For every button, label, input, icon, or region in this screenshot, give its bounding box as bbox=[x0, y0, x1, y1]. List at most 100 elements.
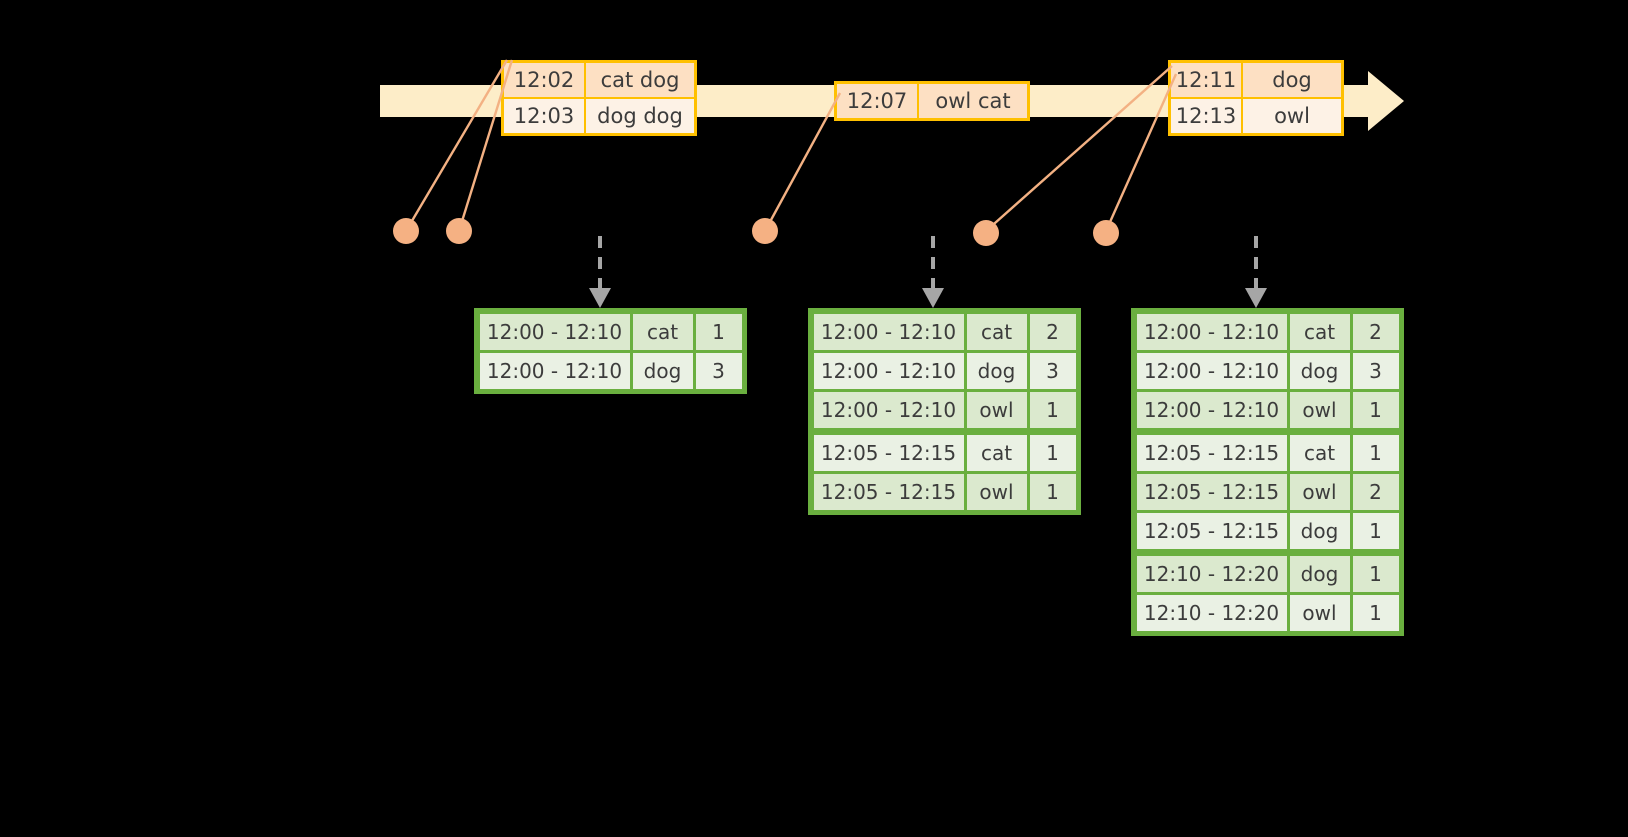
event-payload: owl cat bbox=[919, 84, 1027, 118]
event-time: 12:07 bbox=[837, 84, 919, 118]
cell-count: 3 bbox=[695, 352, 742, 389]
cell-window: 12:05 - 12:15 bbox=[813, 473, 964, 510]
table-row[interactable]: 12:05 - 12:15 cat 1 bbox=[812, 433, 1077, 472]
cell-count: 1 bbox=[1352, 555, 1399, 592]
table-row[interactable]: 12:00 - 12:10 dog 3 bbox=[812, 351, 1077, 390]
table-row[interactable]: 12:05 - 12:15 owl 1 bbox=[812, 472, 1077, 511]
cell-key: cat bbox=[966, 313, 1027, 350]
event-row[interactable]: 12:07 owl cat bbox=[837, 84, 1027, 118]
arrow-head bbox=[1245, 288, 1267, 308]
cell-count: 2 bbox=[1352, 473, 1399, 510]
event-marker-dot[interactable] bbox=[1093, 220, 1119, 246]
event-payload: dog bbox=[1243, 63, 1341, 97]
window-group-separator bbox=[1135, 429, 1400, 433]
cell-count: 1 bbox=[1352, 594, 1399, 631]
window-group-separator bbox=[812, 429, 1077, 433]
cell-key: dog bbox=[632, 352, 693, 389]
cell-window: 12:10 - 12:20 bbox=[1136, 594, 1287, 631]
result-table-2[interactable]: 12:00 - 12:10 cat 2 12:00 - 12:10 dog 3 … bbox=[808, 308, 1081, 515]
cell-window: 12:00 - 12:10 bbox=[1136, 352, 1287, 389]
cell-count: 1 bbox=[695, 313, 742, 350]
cell-count: 3 bbox=[1352, 352, 1399, 389]
cell-count: 1 bbox=[1352, 512, 1399, 549]
cell-window: 12:00 - 12:10 bbox=[813, 313, 964, 350]
event-payload: owl bbox=[1243, 99, 1341, 133]
cell-window: 12:00 - 12:10 bbox=[1136, 313, 1287, 350]
cell-count: 1 bbox=[1029, 434, 1076, 471]
event-marker-dot[interactable] bbox=[446, 218, 472, 244]
event-row[interactable]: 12:03 dog dog bbox=[504, 97, 694, 133]
cell-window: 12:05 - 12:15 bbox=[1136, 512, 1287, 549]
table-row[interactable]: 12:00 - 12:10 cat 2 bbox=[1135, 312, 1400, 351]
cell-key: owl bbox=[966, 391, 1027, 428]
connector-line bbox=[1104, 73, 1178, 232]
cell-window: 12:00 - 12:10 bbox=[813, 391, 964, 428]
cell-key: cat bbox=[632, 313, 693, 350]
cell-key: dog bbox=[1289, 352, 1350, 389]
connector-line bbox=[763, 92, 842, 232]
flow-arrow-1 bbox=[589, 236, 611, 308]
connector-line bbox=[404, 59, 509, 232]
cell-key: cat bbox=[1289, 434, 1350, 471]
connector-line bbox=[457, 59, 514, 232]
event-group-1[interactable]: 12:02 cat dog 12:03 dog dog bbox=[501, 60, 697, 136]
table-row[interactable]: 12:00 - 12:10 cat 1 bbox=[478, 312, 743, 351]
event-row[interactable]: 12:11 dog bbox=[1171, 63, 1341, 97]
cell-key: owl bbox=[966, 473, 1027, 510]
result-table-3[interactable]: 12:00 - 12:10 cat 2 12:00 - 12:10 dog 3 … bbox=[1131, 308, 1404, 636]
connector-lines bbox=[404, 59, 1178, 232]
cell-window: 12:05 - 12:15 bbox=[1136, 473, 1287, 510]
event-group-2[interactable]: 12:07 owl cat bbox=[834, 81, 1030, 121]
flow-arrow-2 bbox=[922, 236, 944, 308]
cell-key: owl bbox=[1289, 594, 1350, 631]
cell-window: 12:05 - 12:15 bbox=[813, 434, 964, 471]
timeline-arrowhead bbox=[1368, 71, 1404, 131]
table-row[interactable]: 12:00 - 12:10 dog 3 bbox=[1135, 351, 1400, 390]
cell-key: cat bbox=[1289, 313, 1350, 350]
event-row[interactable]: 12:13 owl bbox=[1171, 97, 1341, 133]
table-row[interactable]: 12:05 - 12:15 dog 1 bbox=[1135, 511, 1400, 550]
cell-count: 2 bbox=[1029, 313, 1076, 350]
cell-key: owl bbox=[1289, 391, 1350, 428]
event-group-3[interactable]: 12:11 dog 12:13 owl bbox=[1168, 60, 1344, 136]
table-row[interactable]: 12:10 - 12:20 owl 1 bbox=[1135, 593, 1400, 632]
table-row[interactable]: 12:00 - 12:10 owl 1 bbox=[812, 390, 1077, 429]
arrow-head bbox=[589, 288, 611, 308]
event-time: 12:13 bbox=[1171, 99, 1243, 133]
cell-window: 12:05 - 12:15 bbox=[1136, 434, 1287, 471]
table-row[interactable]: 12:00 - 12:10 dog 3 bbox=[478, 351, 743, 390]
event-marker-dot[interactable] bbox=[393, 218, 419, 244]
table-row[interactable]: 12:05 - 12:15 owl 2 bbox=[1135, 472, 1400, 511]
cell-key: cat bbox=[966, 434, 1027, 471]
result-table-1[interactable]: 12:00 - 12:10 cat 1 12:00 - 12:10 dog 3 bbox=[474, 308, 747, 394]
cell-count: 1 bbox=[1029, 391, 1076, 428]
event-time: 12:03 bbox=[504, 99, 586, 133]
event-marker-dot[interactable] bbox=[752, 218, 778, 244]
window-group-separator bbox=[1135, 550, 1400, 554]
cell-window: 12:00 - 12:10 bbox=[479, 313, 630, 350]
flow-arrow-3 bbox=[1245, 236, 1267, 308]
cell-key: dog bbox=[966, 352, 1027, 389]
cell-count: 1 bbox=[1029, 473, 1076, 510]
event-marker-dot[interactable] bbox=[973, 220, 999, 246]
event-time: 12:11 bbox=[1171, 63, 1243, 97]
cell-key: dog bbox=[1289, 555, 1350, 592]
event-payload: cat dog bbox=[586, 63, 694, 97]
event-row[interactable]: 12:02 cat dog bbox=[504, 63, 694, 97]
cell-window: 12:10 - 12:20 bbox=[1136, 555, 1287, 592]
cell-count: 1 bbox=[1352, 391, 1399, 428]
table-row[interactable]: 12:10 - 12:20 dog 1 bbox=[1135, 554, 1400, 593]
table-row[interactable]: 12:00 - 12:10 owl 1 bbox=[1135, 390, 1400, 429]
connector-line bbox=[985, 65, 1173, 232]
cell-count: 3 bbox=[1029, 352, 1076, 389]
event-time: 12:02 bbox=[504, 63, 586, 97]
cell-key: owl bbox=[1289, 473, 1350, 510]
table-row[interactable]: 12:00 - 12:10 cat 2 bbox=[812, 312, 1077, 351]
cell-count: 2 bbox=[1352, 313, 1399, 350]
cell-window: 12:00 - 12:10 bbox=[1136, 391, 1287, 428]
table-row[interactable]: 12:05 - 12:15 cat 1 bbox=[1135, 433, 1400, 472]
cell-window: 12:00 - 12:10 bbox=[813, 352, 964, 389]
cell-key: dog bbox=[1289, 512, 1350, 549]
event-payload: dog dog bbox=[586, 99, 694, 133]
